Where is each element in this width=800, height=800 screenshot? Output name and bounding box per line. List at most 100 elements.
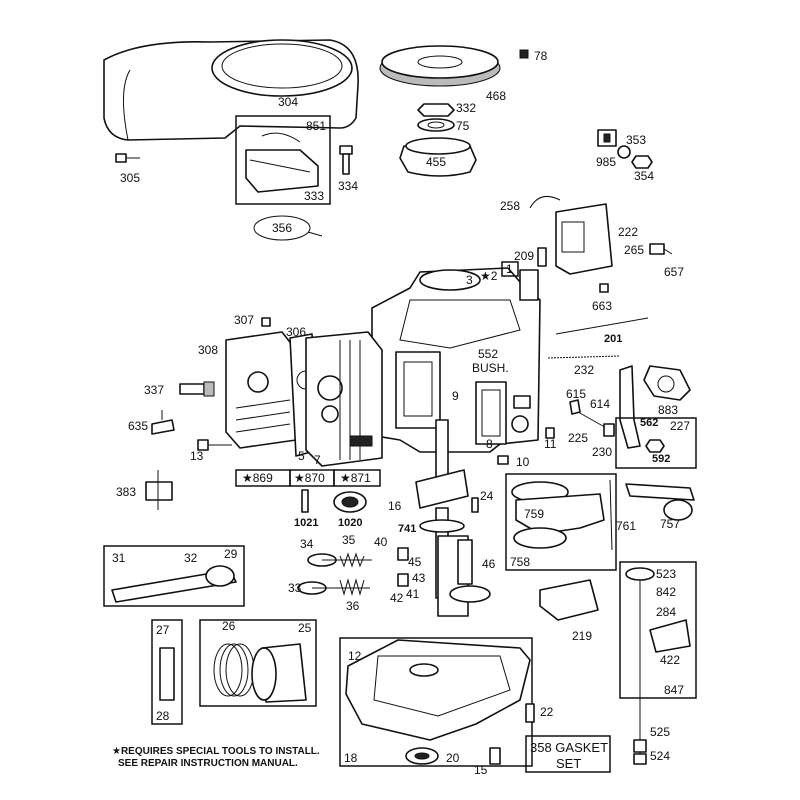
label-337: 337 [144,383,164,397]
label-201: 201 [604,333,622,345]
label-11: 11 [544,437,557,451]
group-box-758 [505,473,617,571]
label-353: 353 [626,133,646,147]
label-43: 43 [412,571,426,585]
fitting-635-part [151,410,175,435]
bracket-422-part [649,619,691,653]
footnote-line-2: SEE REPAIR INSTRUCTION MANUAL. [118,758,298,769]
label-45: 45 [408,555,422,569]
group-box-1 [501,261,519,277]
breather-part [475,381,531,445]
key-24-part [471,497,479,513]
rectifier-part [597,129,617,147]
piston-rings-part [213,643,255,697]
bolt-22-part [525,703,535,723]
label-307: 307 [234,313,254,327]
lockwasher-part [617,145,631,159]
label-26: 26 [222,619,236,633]
label-883: 883 [658,403,678,417]
washer-part [417,118,455,132]
label-16: 16 [388,499,402,513]
ignition-armature-part [245,132,319,193]
spring-209-part [537,247,547,267]
nut-592-part [645,439,665,453]
label-358-gasket: 358 GASKET [530,740,608,755]
group-box-28 [151,619,183,725]
label-455: 455 [426,155,446,169]
label-8: 8 [486,437,493,451]
label-422: 422 [660,653,680,667]
label-851: 851 [306,119,326,133]
label-12: 12 [348,649,362,663]
label-33: 33 [288,581,302,595]
label-31: 31 [112,551,126,565]
label-523: 523 [656,567,676,581]
screw-10-part [497,455,509,465]
group-box-871 [333,469,381,487]
piston-part [251,643,307,703]
label-27: 27 [156,623,170,637]
label-869: ★869 [242,471,273,485]
group-box-358 [525,735,611,773]
label-562: 562 [640,417,658,429]
connecting-rod-part [625,483,695,521]
label-78: 78 [534,49,548,63]
label-332: 332 [456,101,476,115]
camshaft-part [437,535,491,617]
label-20: 20 [446,751,460,765]
label-524: 524 [650,749,670,763]
label-209: 209 [514,249,534,263]
label-227: 227 [670,419,690,433]
label-847: 847 [664,683,684,697]
label-35: 35 [342,533,356,547]
rod-31-part [111,565,237,603]
label-635: 635 [128,419,148,433]
label-232: 232 [574,363,594,377]
label-219: 219 [572,629,592,643]
label-1021: 1021 [294,517,318,529]
label-304: 304 [278,95,298,109]
oil-sump-part [345,639,531,741]
group-box-333 [235,115,331,205]
oil-seal-1020-part [333,491,367,513]
nut-part [631,155,653,169]
label-32: 32 [184,551,198,565]
label-75: 75 [456,119,470,133]
label-222: 222 [618,225,638,239]
group-box-25 [199,619,317,707]
label-22: 22 [540,705,554,719]
label-615: 615 [566,387,586,401]
label-15: 15 [474,763,488,777]
label-759: 759 [524,507,544,521]
screw-663-part [599,283,609,293]
part-labels: 304 305 851 333 334 356 468 78 332 75 45… [112,49,690,777]
label-7: 7 [314,453,321,467]
label-265: 265 [624,243,644,257]
label-230: 230 [592,445,612,459]
label-592: 592 [652,453,670,465]
cylinder-part [305,331,383,467]
label-set: SET [556,756,581,771]
bolt-13-part [197,439,232,451]
label-354: 354 [634,169,654,183]
label-9: 9 [452,389,459,403]
label-761: 761 [616,519,636,533]
pin-1021-part [301,489,309,513]
valve-34-part [307,553,372,567]
bracket-219-part [539,579,599,621]
cylinder-head-part [225,331,297,449]
sump-cover-part [511,481,605,549]
label-1020: 1020 [338,517,362,529]
label-552: 552 [478,347,498,361]
label-383: 383 [116,485,136,499]
lever-615-part [569,399,581,415]
group-box-227 [615,417,697,469]
label-34: 34 [300,537,314,551]
label-1: 1 [506,262,513,276]
label-5: 5 [298,449,305,463]
valve-spring-36-part [339,578,365,596]
label-842: 842 [656,585,676,599]
label-46: 46 [482,557,496,571]
starter-clutch-part [399,137,477,177]
label-356: 356 [272,221,292,235]
